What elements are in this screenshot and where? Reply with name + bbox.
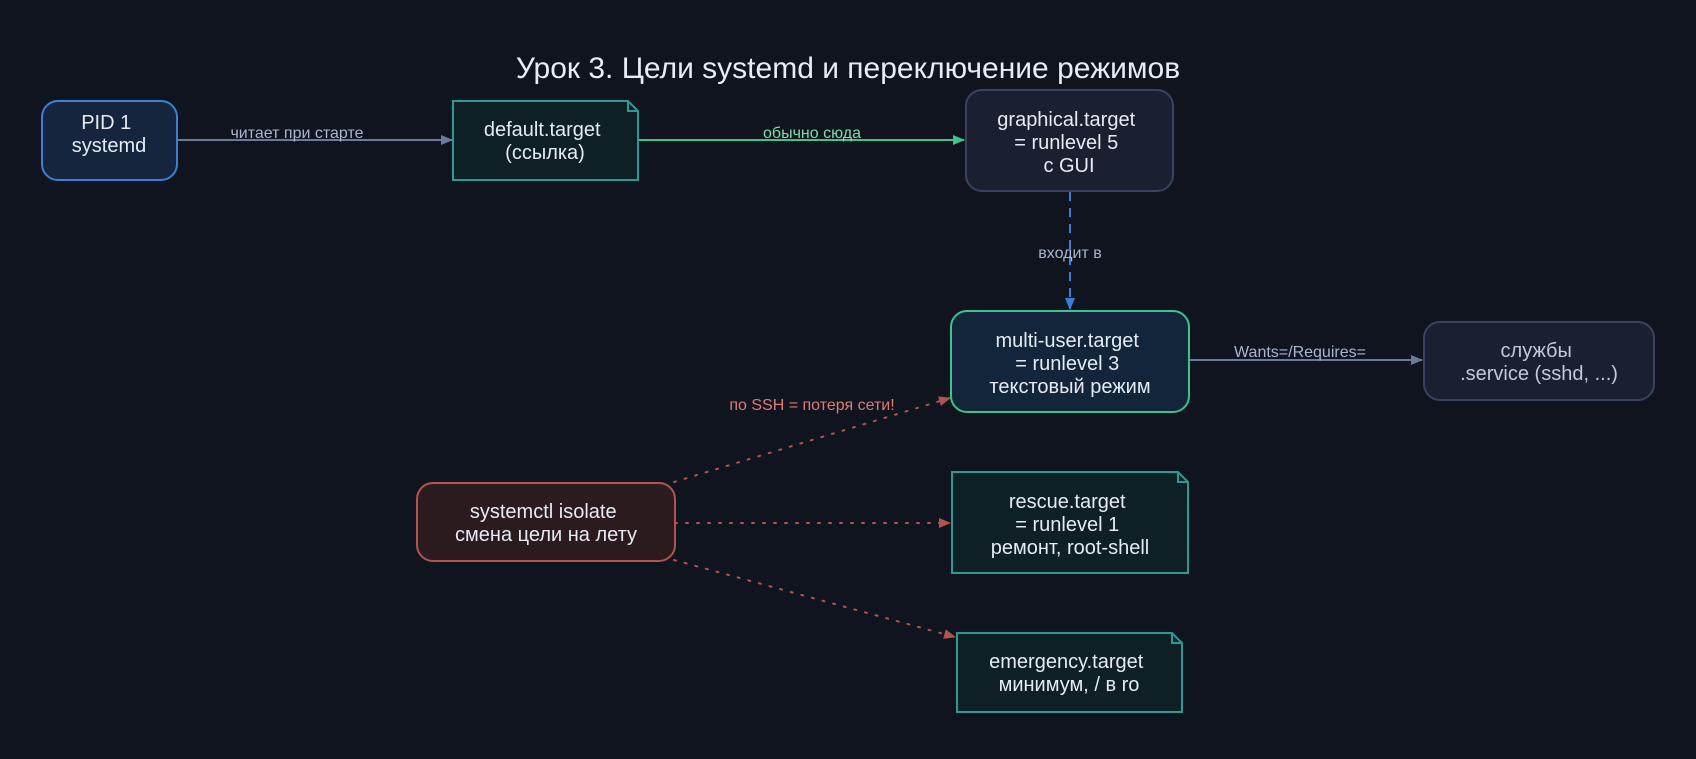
edge-isolate-to-emergency [673,559,956,639]
node-emergency-target: emergency.target минимум, / в ro [956,632,1183,713]
edge-label-wants-requires: Wants=/Requires= [1234,344,1366,361]
node-label: ремонт, root-shell [991,537,1149,559]
node-pid1-systemd: PID 1 systemd [41,100,178,181]
node-label: systemctl isolate [470,501,617,523]
node-label: (ссылка) [505,142,585,164]
svg-text:graphical.target = runle: graphical.target = runlevel 5 с GUI [997,109,1140,177]
edge-pid1-to-default: читает при старте [177,125,453,145]
node-label: .service (sshd, ...) [1460,363,1618,385]
node-default-target: default.target (ссылка) [452,100,639,181]
svg-text:emergency.target минимум: emergency.target минимум, / в ro [989,651,1149,696]
node-label: PID 1 [81,112,131,134]
node-multi-user-target: multi-user.target = runlevel 3 текстовый… [950,310,1190,413]
svg-text:службы .service (sshd, .: службы .service (sshd, ...) [1460,340,1618,385]
edge-multiuser-to-services: Wants=/Requires= [1190,344,1423,365]
svg-text:PID 1 systemd: PID 1 systemd [72,112,146,157]
edge-label-reads-at-start: читает при старте [230,125,363,142]
node-label: текстовый режим [989,376,1150,398]
edge-isolate-to-multiuser: по SSH = потеря сети! [673,396,951,483]
edge-label-usually-here: обычно сюда [763,125,861,142]
edge-graphical-to-multiuser: входит в [1038,192,1102,310]
node-label: = runlevel 1 [1015,514,1119,536]
node-label: graphical.target [997,109,1135,131]
node-label: rescue.target [1009,491,1126,513]
node-label: с GUI [1043,155,1094,177]
node-services: службы .service (sshd, ...) [1423,321,1655,401]
node-label: default.target [484,119,601,141]
node-rescue-target: rescue.target = runlevel 1 ремонт, root-… [951,471,1189,574]
svg-text:rescue.target = runlevel: rescue.target = runlevel 1 ремонт, root-… [991,491,1149,559]
node-systemctl-isolate: systemctl isolate смена цели на лету [416,482,676,562]
node-label: минимум, / в ro [999,674,1140,696]
edge-label-ssh-warning: по SSH = потеря сети! [729,397,894,414]
node-label: смена цели на лету [455,524,637,546]
edge-label-included-in: входит в [1038,245,1101,262]
node-label: systemd [72,135,146,157]
node-label: multi-user.target [996,330,1140,352]
edge-default-to-graphical: обычно сюда [638,125,965,145]
node-label: = runlevel 5 [1014,132,1118,154]
svg-text:systemctl isolate смена: systemctl isolate смена цели на лету [455,501,637,546]
svg-text:default.target (ссылка): default.target (ссылка) [484,119,606,164]
node-label: службы [1501,340,1572,362]
diagram-title: Урок 3. Цели systemd и переключение режи… [516,52,1180,85]
node-label: = runlevel 3 [1015,353,1119,375]
node-label: emergency.target [989,651,1144,673]
node-graphical-target: graphical.target = runlevel 5 с GUI [965,89,1174,192]
svg-text:multi-user.target = runl: multi-user.target = runlevel 3 текстовый… [989,330,1150,398]
